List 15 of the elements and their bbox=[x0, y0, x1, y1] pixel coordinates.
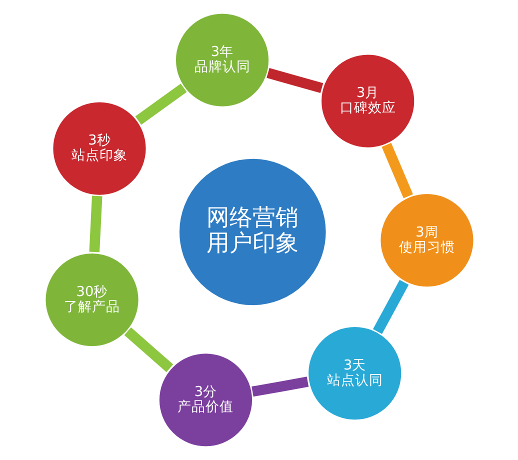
node-circle: 3月 口碑效应 bbox=[318, 52, 416, 150]
connector bbox=[372, 280, 408, 334]
connector bbox=[251, 376, 308, 397]
connector bbox=[381, 142, 412, 198]
connector bbox=[124, 327, 173, 372]
node-circle: 3天 站点认同 bbox=[306, 324, 403, 422]
connector bbox=[266, 68, 323, 94]
node-circle: 30秒 了解产品 bbox=[42, 251, 140, 348]
node-circle: 网络营销用户印象 bbox=[176, 156, 328, 308]
node-circle: 3周 使用习惯 bbox=[378, 192, 476, 289]
node-circle: 3秒 站点印象 bbox=[50, 100, 148, 198]
connector bbox=[134, 84, 186, 125]
node-circle: 3年 品牌认同 bbox=[173, 11, 270, 109]
node-circle: 3分 产品价值 bbox=[156, 351, 254, 449]
connector bbox=[88, 196, 102, 252]
